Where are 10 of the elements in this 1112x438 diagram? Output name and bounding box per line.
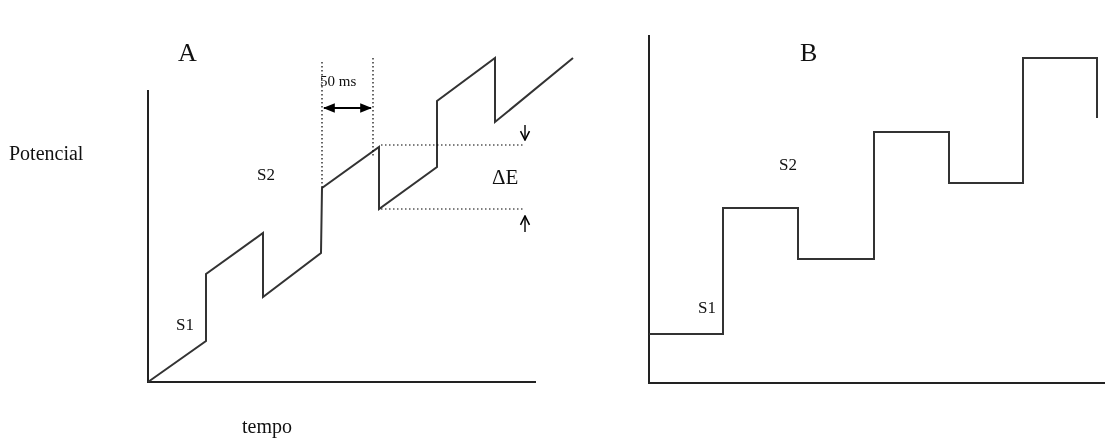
step-label: S1 <box>176 316 194 333</box>
potential-step-label: ΔE <box>492 167 519 188</box>
step-label: S1 <box>698 299 716 316</box>
panel-label: B <box>800 40 818 66</box>
axis-label: tempo <box>242 416 292 436</box>
step-label: S2 <box>257 166 275 183</box>
panel-label: A <box>178 40 197 66</box>
time-interval-label: 50 ms <box>320 74 357 89</box>
step-label: S2 <box>779 156 797 173</box>
axis-label: Potencial <box>9 143 84 163</box>
